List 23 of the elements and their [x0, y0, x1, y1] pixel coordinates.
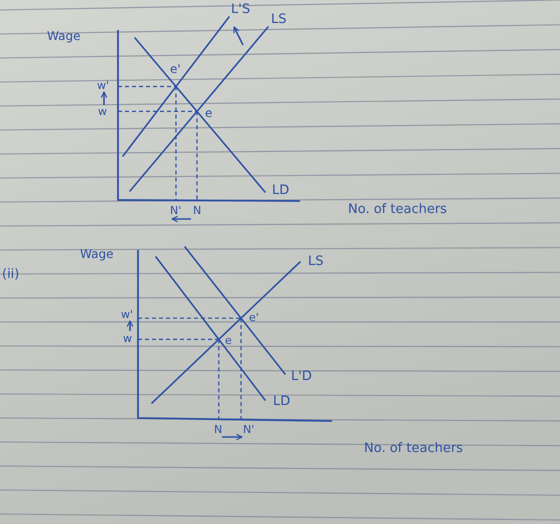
- tick-label: N: [193, 205, 202, 216]
- tick-label: w': [97, 80, 110, 91]
- axis-label: No. of teachers: [364, 442, 463, 455]
- curve-label: LD: [273, 395, 290, 408]
- tick-label: N': [170, 205, 182, 216]
- axis-label: No. of teachers: [348, 203, 447, 216]
- point-label: e': [249, 312, 259, 323]
- curve-label: L'S: [231, 3, 250, 16]
- point-label: e: [225, 335, 232, 346]
- point-label: e: [205, 107, 212, 119]
- axis-label: Wage: [47, 30, 80, 42]
- point-label: e': [170, 63, 181, 75]
- tick-label: w: [98, 106, 107, 117]
- axis-label: Wage: [80, 248, 114, 260]
- panel-number: (ii): [2, 268, 20, 281]
- tick-label: w: [123, 333, 132, 344]
- curve-label: LS: [271, 13, 286, 26]
- curve-label: LS: [308, 255, 324, 268]
- tick-label: w': [121, 309, 134, 320]
- tick-label: N': [243, 424, 254, 435]
- tick-label: N: [214, 424, 222, 435]
- curve-label: LD: [272, 184, 290, 197]
- curve-label: L'D: [291, 370, 312, 383]
